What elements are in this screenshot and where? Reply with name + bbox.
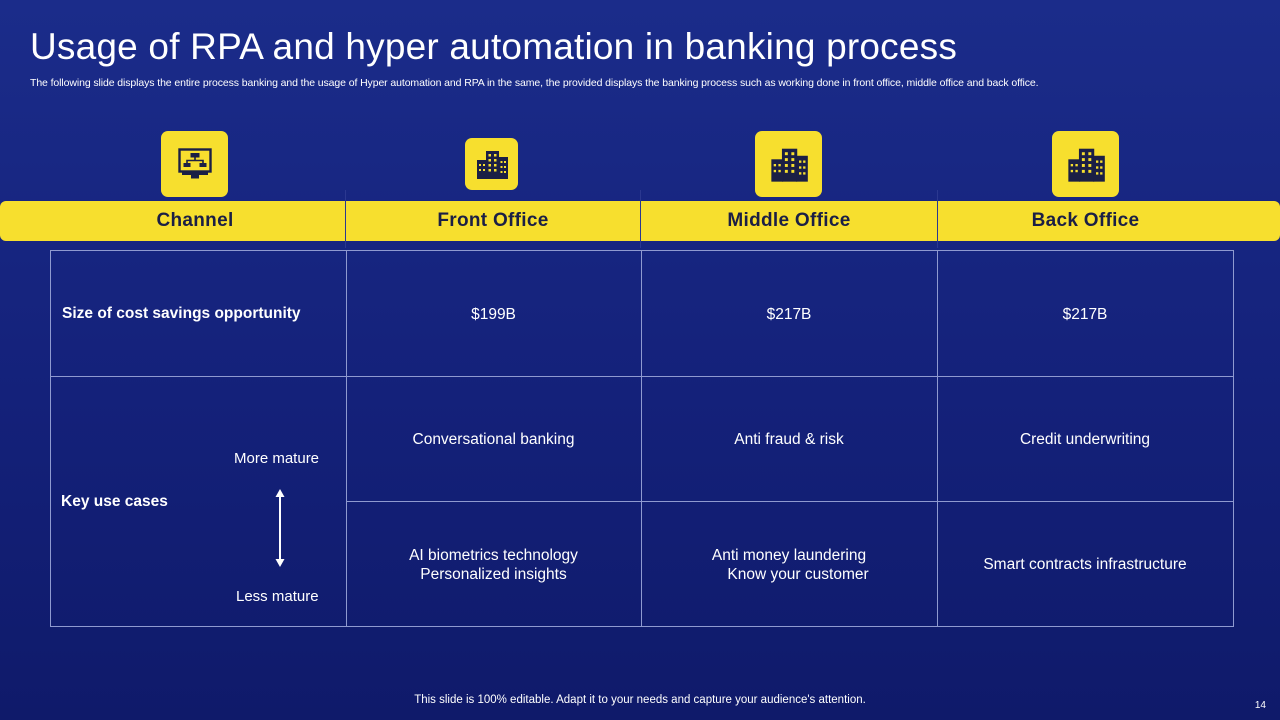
table-border-top — [50, 250, 1234, 251]
office-buildings-icon — [755, 131, 822, 197]
table-column-divider — [641, 250, 642, 627]
table-border-right — [1233, 250, 1234, 627]
use-case-line: Anti money laundering — [711, 547, 867, 564]
header-channel: Channel — [156, 210, 234, 231]
use-case-middle-office-less-mature: Anti money laundering Know your customer — [641, 546, 937, 584]
use-case-front-office-less-mature: AI biometrics technology Personalized in… — [346, 546, 641, 584]
less-mature-label: Less mature — [236, 588, 319, 605]
header-divider — [640, 190, 641, 248]
office-buildings-icon — [1052, 131, 1119, 197]
use-case-back-office-less-mature: Smart contracts infrastructure — [937, 555, 1233, 574]
slide-title: Usage of RPA and hyper automation in ban… — [30, 26, 958, 67]
slide-subtitle: The following slide displays the entire … — [30, 77, 1039, 89]
use-case-line: Know your customer — [727, 566, 869, 583]
use-case-line: AI biometrics technology — [409, 547, 578, 564]
flowchart-monitor-icon — [161, 131, 228, 197]
cost-savings-front-office: $199B — [471, 306, 516, 323]
double-arrow-icon — [275, 489, 285, 567]
footer-note: This slide is 100% editable. Adapt it to… — [414, 694, 866, 706]
table-row-divider — [50, 376, 1234, 377]
use-case-back-office-mature: Credit underwriting — [1019, 431, 1151, 448]
header-middle-office: Middle Office — [727, 210, 851, 231]
row-label-cost-savings: Size of cost savings opportunity — [62, 305, 301, 322]
use-case-line: Smart contracts infrastructure — [983, 556, 1187, 573]
row-label-key-use-cases: Key use cases — [61, 493, 168, 510]
table-row-divider — [346, 501, 1234, 502]
more-mature-label: More mature — [234, 450, 320, 467]
table-column-divider — [937, 250, 938, 627]
table-column-divider — [346, 250, 347, 627]
office-buildings-icon — [465, 138, 518, 190]
header-front-office: Front Office — [437, 210, 549, 231]
page-number: 14 — [1254, 700, 1266, 711]
header-divider — [937, 190, 938, 248]
use-case-front-office-mature: Conversational banking — [412, 431, 575, 448]
table-border-left — [50, 250, 51, 627]
use-case-line: Personalized insights — [420, 566, 567, 583]
use-case-middle-office-mature: Anti fraud & risk — [734, 431, 844, 448]
header-back-office: Back Office — [1031, 210, 1140, 231]
header-divider — [345, 190, 346, 248]
cost-savings-back-office: $217B — [1062, 306, 1108, 323]
cost-savings-middle-office: $217B — [766, 306, 812, 323]
table-border-bottom — [50, 626, 1234, 627]
